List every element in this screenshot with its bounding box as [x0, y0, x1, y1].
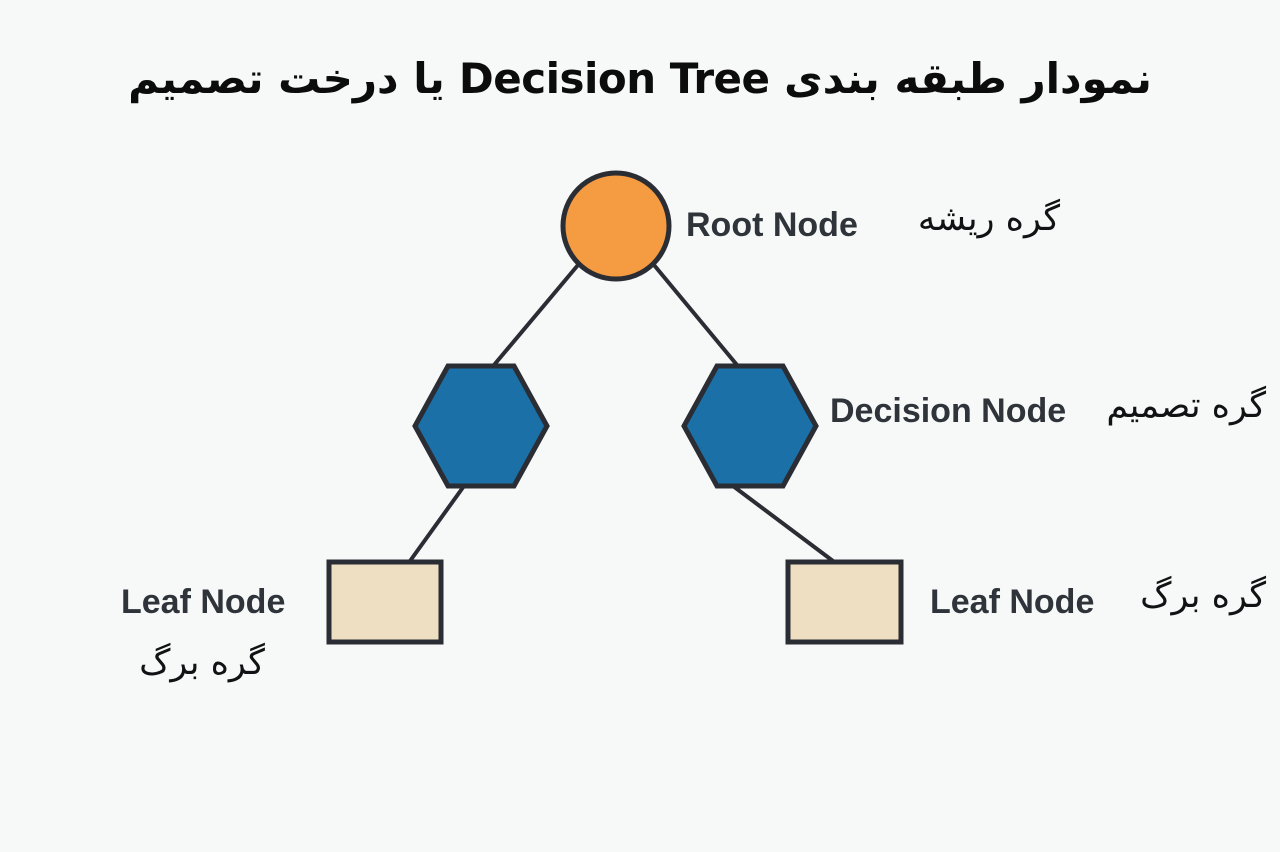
root-node-label-en: Root Node	[686, 206, 858, 244]
edge-decision-right-to-leaf-right	[731, 484, 835, 563]
page-title: نمودار طبقه بندی Decision Tree یا درخت ت…	[128, 54, 1152, 103]
node-decision-right[interactable]	[681, 363, 819, 489]
root-node-label-fa: گره ریشه	[917, 199, 1060, 239]
leaf-node-left-label-en: Leaf Node	[121, 583, 286, 621]
edge-root-to-decision-left	[492, 263, 580, 367]
leaf-node-right-label-fa: گره برگ	[1140, 576, 1266, 616]
edge-group	[408, 263, 835, 563]
edge-decision-left-to-leaf-left	[408, 484, 466, 563]
node-root[interactable]	[560, 170, 672, 282]
decision-node-label-fa: گره تصمیم	[1106, 386, 1266, 426]
decision-node-label-en: Decision Node	[830, 392, 1067, 430]
node-leaf-left[interactable]	[326, 559, 444, 645]
node-decision-left[interactable]	[412, 363, 550, 489]
leaf-node-left-label-fa: گره برگ	[139, 643, 265, 683]
leaf-node-right-label-en: Leaf Node	[930, 583, 1095, 621]
node-leaf-right[interactable]	[785, 559, 904, 645]
edge-root-to-decision-right	[652, 263, 739, 367]
